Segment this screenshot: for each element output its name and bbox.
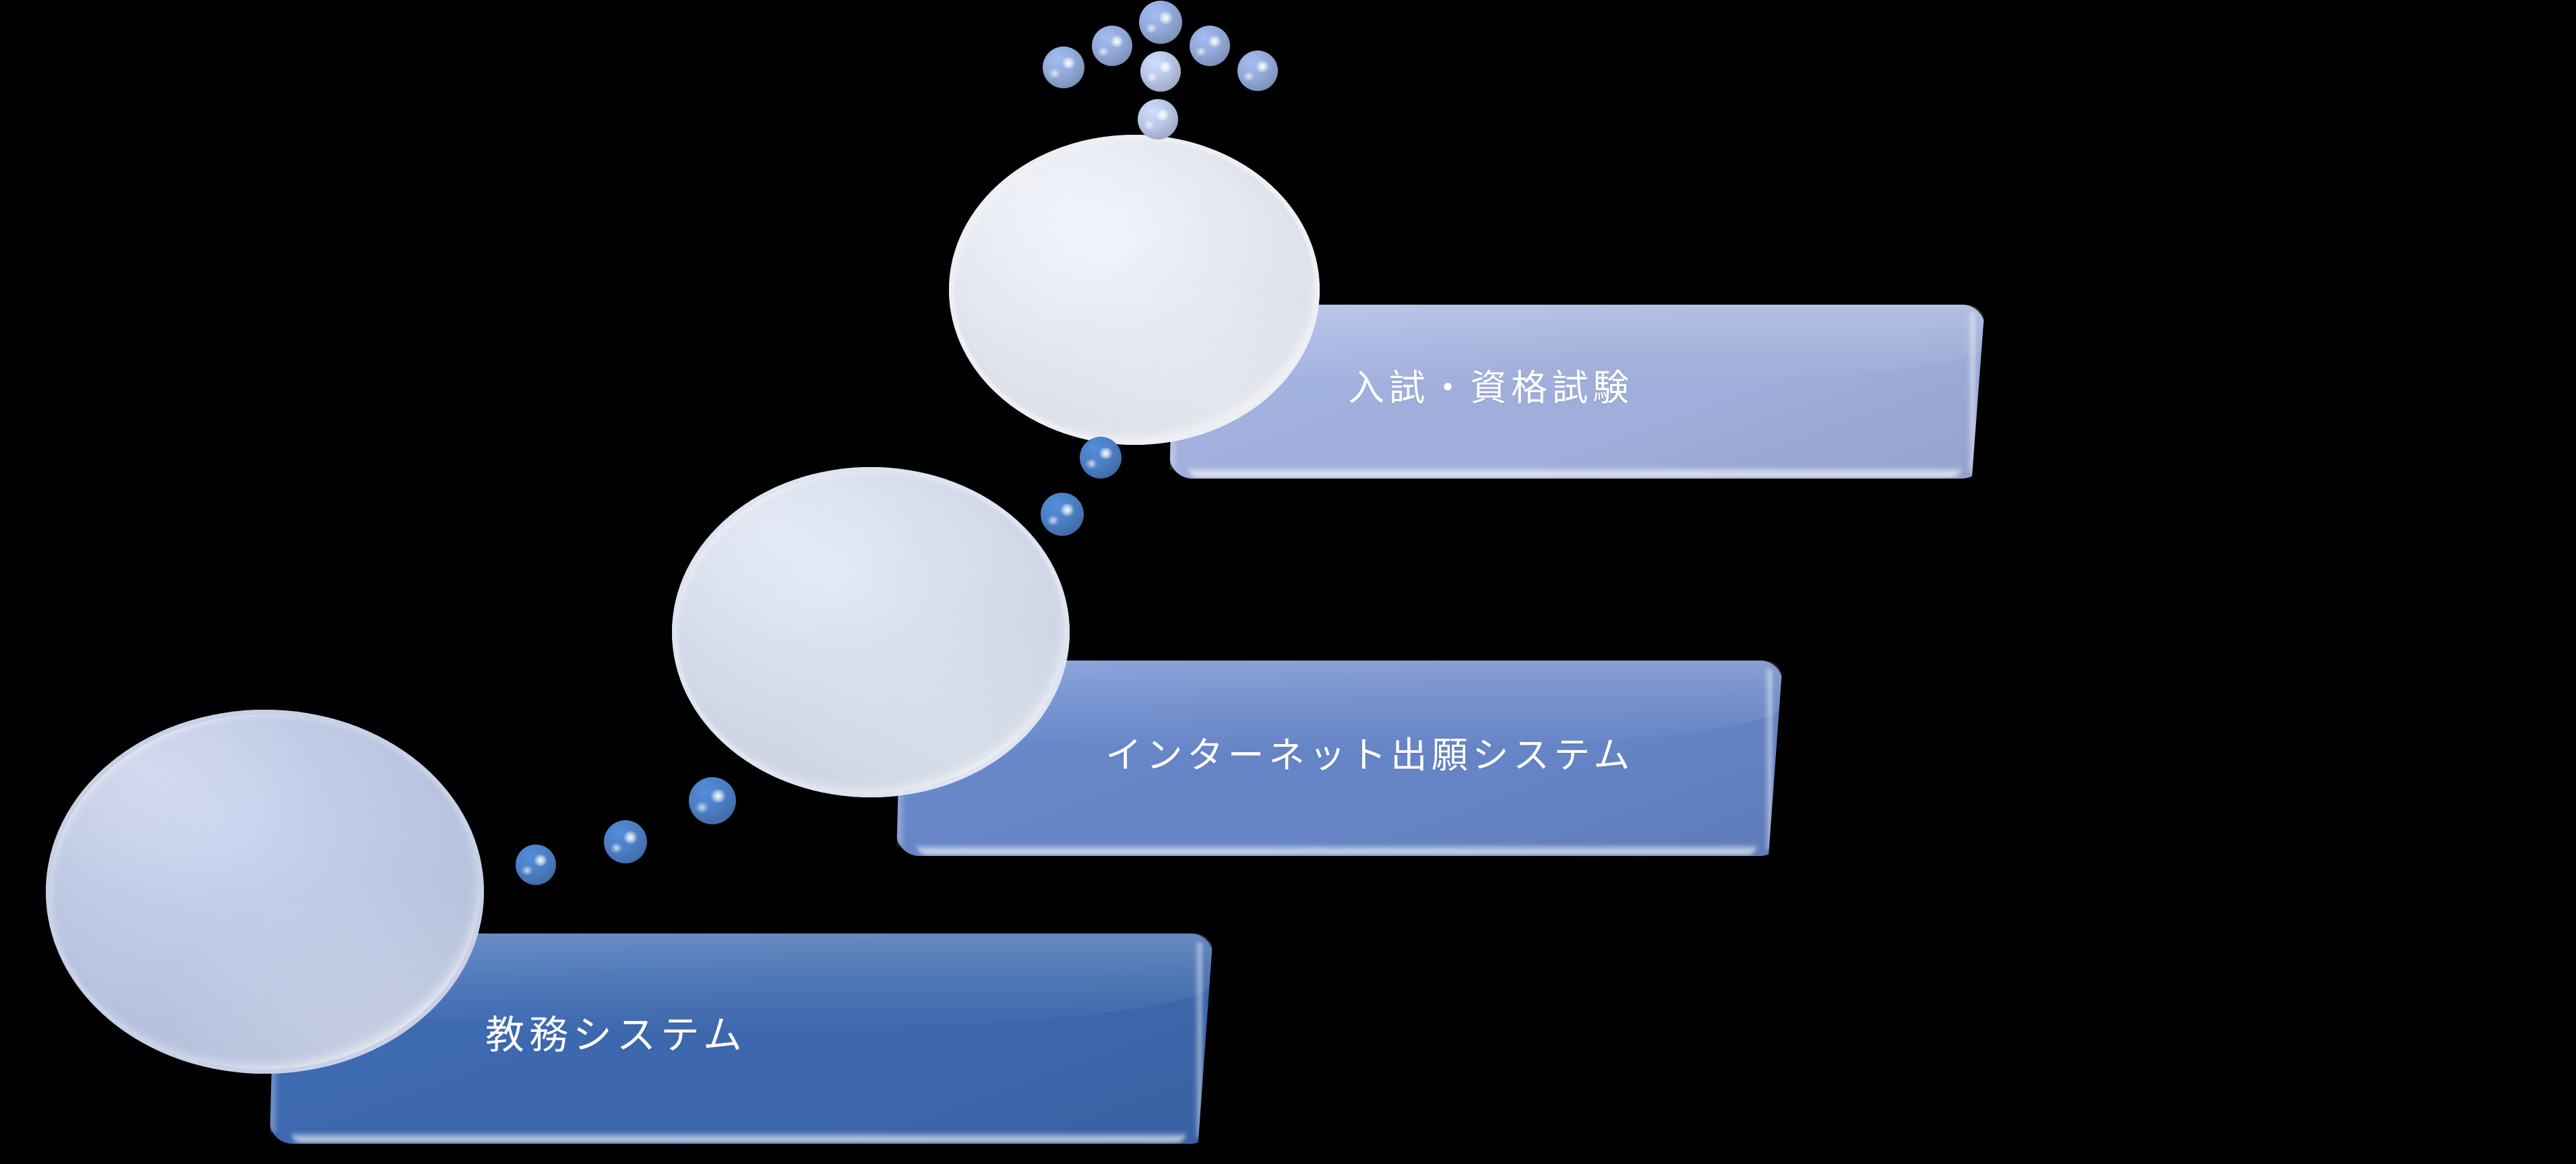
- sphere-secondary-highlight: [694, 801, 710, 813]
- sphere-secondary-highlight: [1142, 120, 1156, 130]
- connector-sphere-upper-chain: [1041, 493, 1084, 536]
- connector-sphere-top-cluster: [1043, 47, 1084, 88]
- step-disc-body: [949, 135, 1320, 445]
- sphere-specular-highlight: [1109, 36, 1124, 48]
- sphere-specular-highlight: [1061, 57, 1076, 69]
- connector-sphere-top-cluster: [1237, 51, 1278, 91]
- sphere-secondary-highlight: [520, 865, 534, 876]
- sphere-secondary-highlight: [1145, 72, 1159, 82]
- connector-sphere-lower-chain: [689, 777, 736, 824]
- connector-sphere-lower-chain: [516, 845, 556, 885]
- sphere-secondary-highlight: [609, 843, 623, 853]
- sphere-secondary-highlight: [1097, 47, 1110, 57]
- connector-sphere-upper-chain: [1080, 437, 1122, 479]
- sphere-secondary-highlight: [1242, 71, 1256, 82]
- sphere-specular-highlight: [623, 831, 639, 844]
- connector-sphere-lower-chain: [604, 820, 647, 863]
- sphere-secondary-highlight: [1045, 515, 1060, 526]
- sphere-specular-highlight: [1255, 61, 1270, 73]
- sphere-specular-highlight: [709, 789, 727, 803]
- step-disc-kyomu[interactable]: [46, 710, 484, 1074]
- sphere-specular-highlight: [533, 855, 548, 867]
- sphere-secondary-highlight: [1084, 458, 1099, 468]
- connector-sphere-top-cluster: [1139, 1, 1182, 44]
- step-disc-body: [672, 467, 1070, 797]
- sphere-specular-highlight: [1060, 503, 1076, 516]
- sphere-specular-highlight: [1158, 61, 1173, 73]
- connector-sphere-top-cluster: [1190, 26, 1230, 66]
- sphere-secondary-highlight: [1047, 68, 1062, 78]
- step-disc-internet-shutsugan[interactable]: [672, 467, 1070, 797]
- connector-sphere-top-cluster: [1140, 51, 1181, 92]
- sphere-secondary-highlight: [1194, 47, 1208, 57]
- sphere-specular-highlight: [1155, 109, 1170, 121]
- sphere-specular-highlight: [1098, 447, 1113, 460]
- connector-sphere-top-cluster: [1092, 26, 1132, 66]
- sphere-specular-highlight: [1207, 36, 1222, 48]
- step-disc-body: [46, 710, 484, 1074]
- connector-sphere-top-cluster: [1138, 99, 1178, 140]
- sphere-specular-highlight: [1158, 11, 1174, 24]
- sphere-secondary-highlight: [1144, 23, 1159, 34]
- step-disc-nyushi-shikaku[interactable]: [949, 135, 1320, 445]
